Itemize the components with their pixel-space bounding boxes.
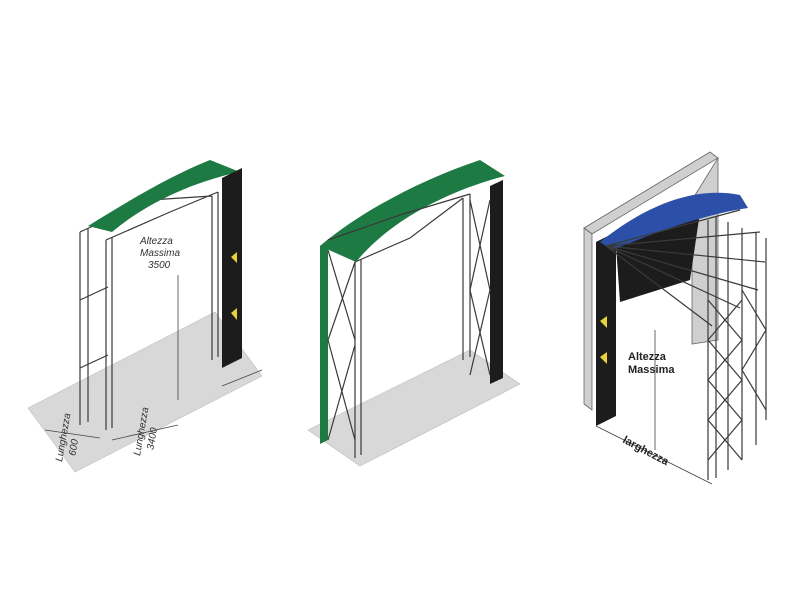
arch-beam-front-1	[105, 191, 219, 241]
crossbar-1a	[79, 286, 109, 301]
fan-rib-3d	[605, 245, 741, 309]
dark-side-panel-1	[222, 168, 242, 368]
green-left-panel-2	[320, 240, 328, 444]
arch-beam-2	[327, 193, 471, 241]
arch-beam-front-2	[354, 197, 464, 263]
blue-canopy-3	[600, 192, 748, 250]
crossbar-1b	[79, 354, 109, 369]
scissor-brace-3c	[741, 289, 767, 411]
fan-rib-3b	[605, 245, 766, 263]
warning-triangle-3b	[600, 352, 607, 364]
depth-dimension-line-1	[44, 429, 101, 439]
fan-rib-3f	[605, 209, 741, 247]
x-brace-right-2d	[469, 289, 491, 376]
dark-side-panel-3	[596, 232, 616, 426]
width-dimension-line-1	[221, 369, 263, 387]
warning-triangle-1a	[231, 252, 237, 263]
fan-rib-3c	[605, 245, 759, 291]
x-brace-right-2b	[469, 199, 491, 291]
scissor-brace-3a	[707, 299, 743, 461]
frame-diagram-2	[307, 160, 521, 467]
width-dimension-line-3	[595, 425, 713, 485]
height-label-3-line2: Massima	[628, 364, 675, 376]
wall-right-3	[691, 156, 719, 345]
x-brace-left-2a	[327, 339, 356, 441]
fan-rib-3a	[605, 231, 761, 247]
height-label-1-line1: Altezza	[139, 236, 173, 247]
scissor-brace-3b	[707, 299, 743, 461]
x-brace-left-2b	[327, 344, 356, 441]
width-label-3: larghezza	[621, 434, 672, 469]
frame-diagram-3: Altezza Massima larghezza	[583, 151, 767, 485]
frame-diagram-1: Altezza Massima 3500 Lunghezza 600 Lungh…	[27, 160, 263, 473]
floor-plane-1	[27, 311, 263, 473]
fan-rib-3e	[605, 245, 713, 327]
warning-triangle-1b	[231, 308, 237, 320]
height-label-3-line1: Altezza	[628, 351, 667, 363]
x-brace-left-2c	[327, 249, 356, 341]
length-value-1: 3400	[145, 426, 160, 450]
height-label-1-line2: Massima	[140, 248, 180, 259]
height-value-1: 3500	[148, 260, 171, 271]
depth-value-1: 600	[67, 438, 81, 457]
warning-triangle-3a	[600, 316, 607, 328]
green-canopy-1	[88, 160, 240, 232]
wall-front-3	[583, 227, 593, 411]
x-brace-left-2d	[327, 261, 356, 341]
dark-side-panel-2	[490, 180, 503, 384]
length-dimension-line-1	[111, 424, 179, 441]
